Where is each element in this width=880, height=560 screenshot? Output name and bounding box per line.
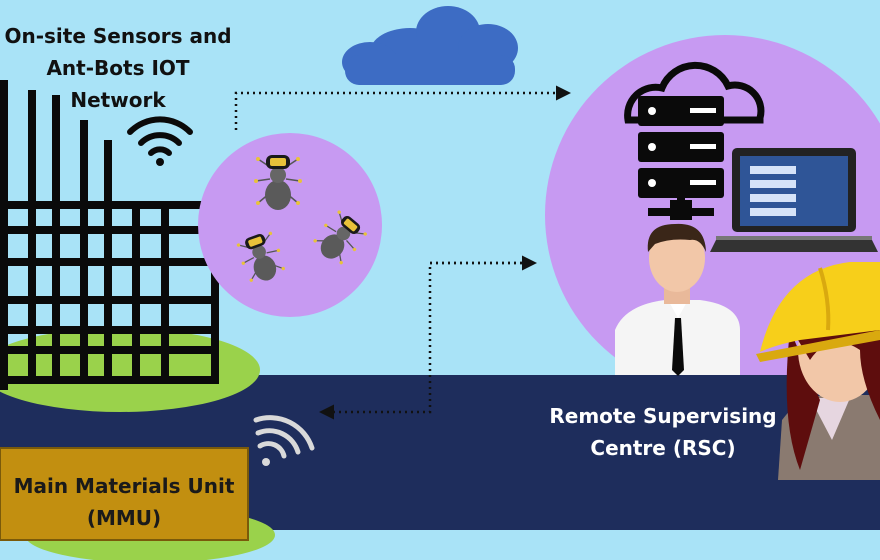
- wifi-icon-lower: [253, 415, 315, 466]
- mmu-label: Main Materials Unit (MMU): [13, 474, 235, 530]
- server-icon: [624, 61, 765, 220]
- building-frame-icon: [0, 80, 219, 390]
- mmu-box: [0, 447, 249, 541]
- wifi-icon: [127, 116, 193, 166]
- engineer-icon: [756, 262, 880, 480]
- laptop-icon: [710, 148, 878, 252]
- cloud-icon: [342, 6, 518, 85]
- rsc-label: Remote Supervising Centre (RSC): [549, 404, 777, 460]
- connection-arrows: [234, 85, 571, 420]
- antbot-circle: [198, 133, 382, 317]
- iot-network-label: On-site Sensors and Ant-Bots IOT Network: [4, 24, 232, 112]
- supervisor-icon: [615, 223, 740, 376]
